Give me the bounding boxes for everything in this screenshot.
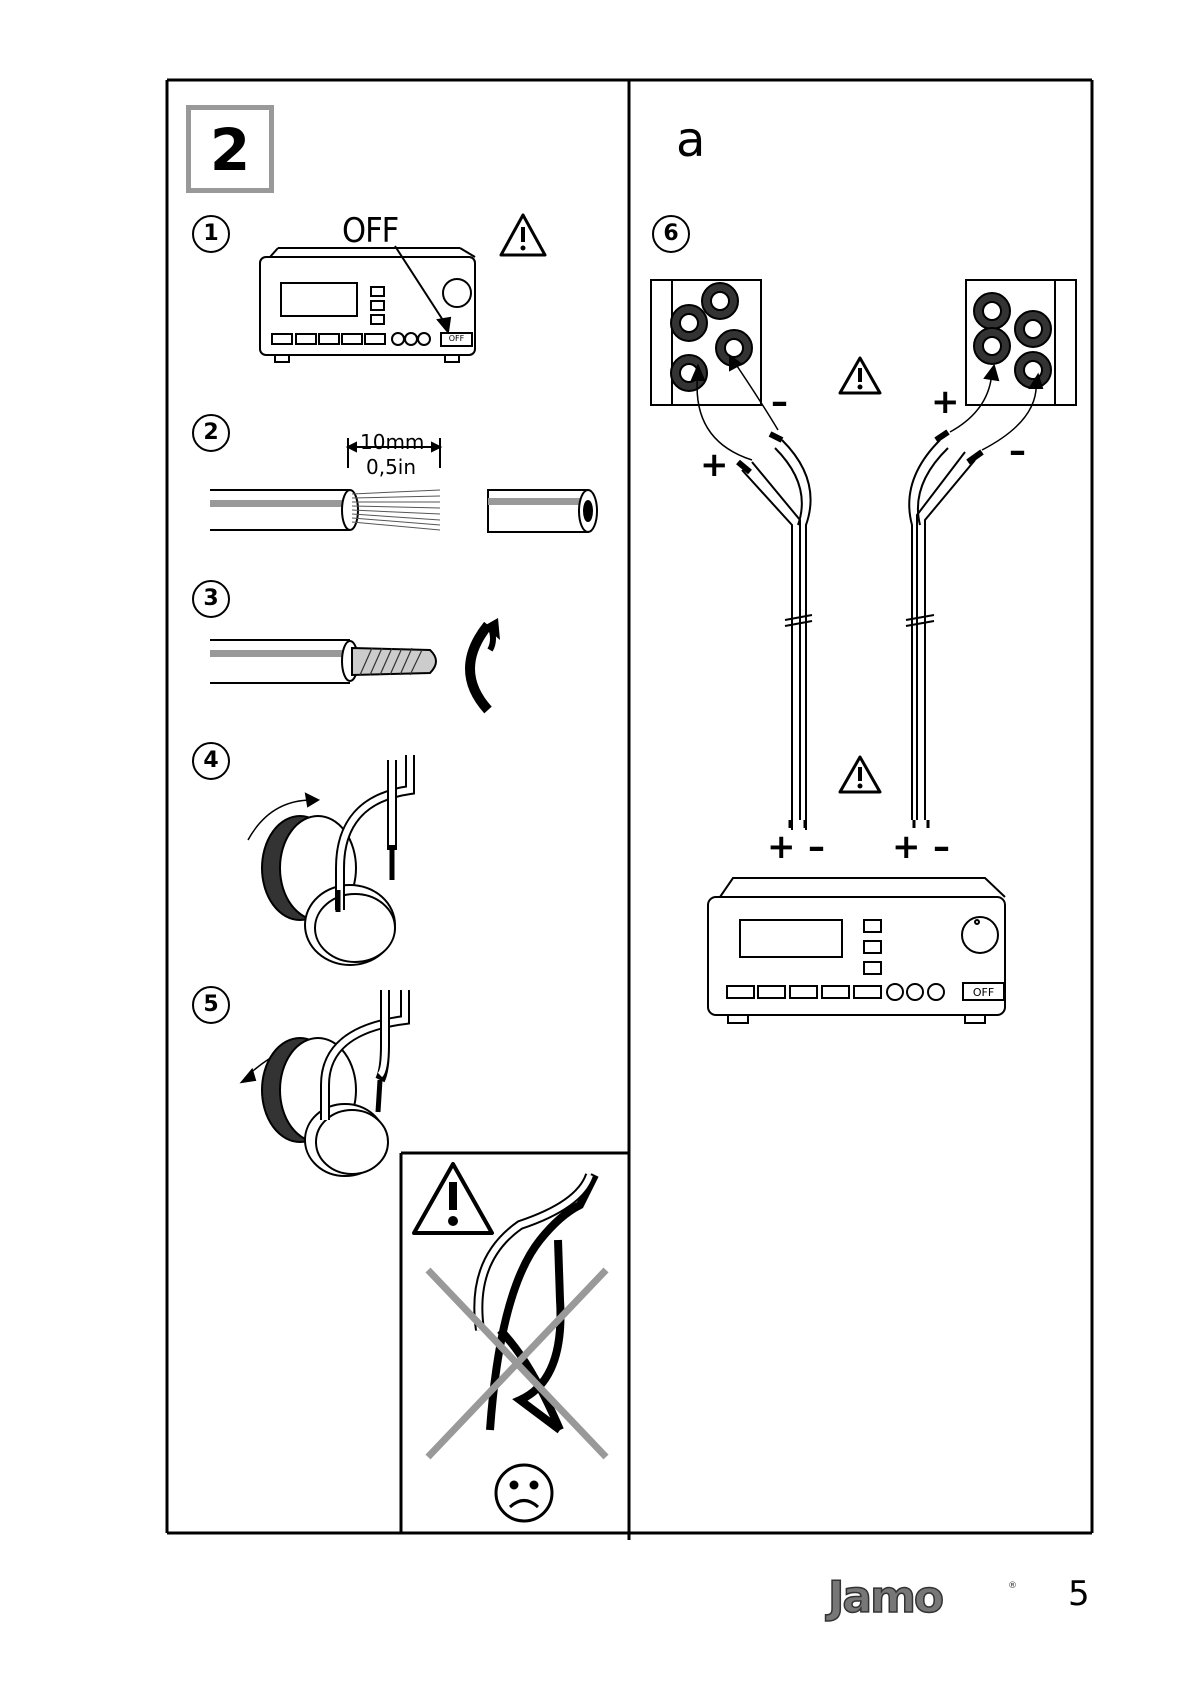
polarity-minus-amp-right: – [933,830,950,864]
step-number-4: 4 [192,742,230,780]
warning-icon [840,757,880,792]
brand-logo: Jamo ® [825,1572,1017,1623]
polarity-minus-amp-left: – [808,830,825,864]
step-number-5: 5 [192,986,230,1024]
variant-letter: a [676,112,705,168]
svg-text:Jamo: Jamo [825,1572,943,1623]
amplifier-large-illustration [708,878,1005,1023]
binding-post-tighten-illustration [248,755,410,965]
twisted-wire-illustration [210,640,436,683]
polarity-plus-amp-left: + [767,830,796,864]
step-number-2: 2 [192,414,230,452]
cross-out-icon [428,1270,606,1457]
rotate-arrow-icon [470,618,500,710]
warning-icon [501,215,545,255]
polarity-plus-amp-right: + [892,830,921,864]
strip-length-mm: 10mm [360,430,424,454]
polarity-minus-left-terminal: – [771,385,788,419]
polarity-plus-left-terminal: + [700,448,729,482]
sad-face-icon [496,1465,552,1521]
step-number-1: 1 [192,215,230,253]
section-number-box: 2 [186,105,274,193]
svg-text:®: ® [1008,1581,1017,1591]
warning-icon [840,358,880,393]
warning-icon [414,1164,492,1233]
step-number-3: 3 [192,580,230,618]
off-button-label: OFF [441,334,472,343]
off-callout-label: OFF [342,211,398,251]
amplifier-small-illustration [260,246,475,362]
page-number: 5 [1068,1574,1090,1614]
step-number-6: 6 [652,215,690,253]
speaker-terminal-right [966,280,1076,405]
speaker-cables [692,356,1042,830]
amp-off-button-label: OFF [963,986,1004,999]
polarity-plus-right-terminal: + [931,385,960,419]
speaker-terminal-left [651,280,761,405]
binding-post-loosen-illustration [242,990,405,1176]
strip-length-in: 0,5in [366,455,416,479]
polarity-minus-right-terminal: – [1009,434,1026,468]
